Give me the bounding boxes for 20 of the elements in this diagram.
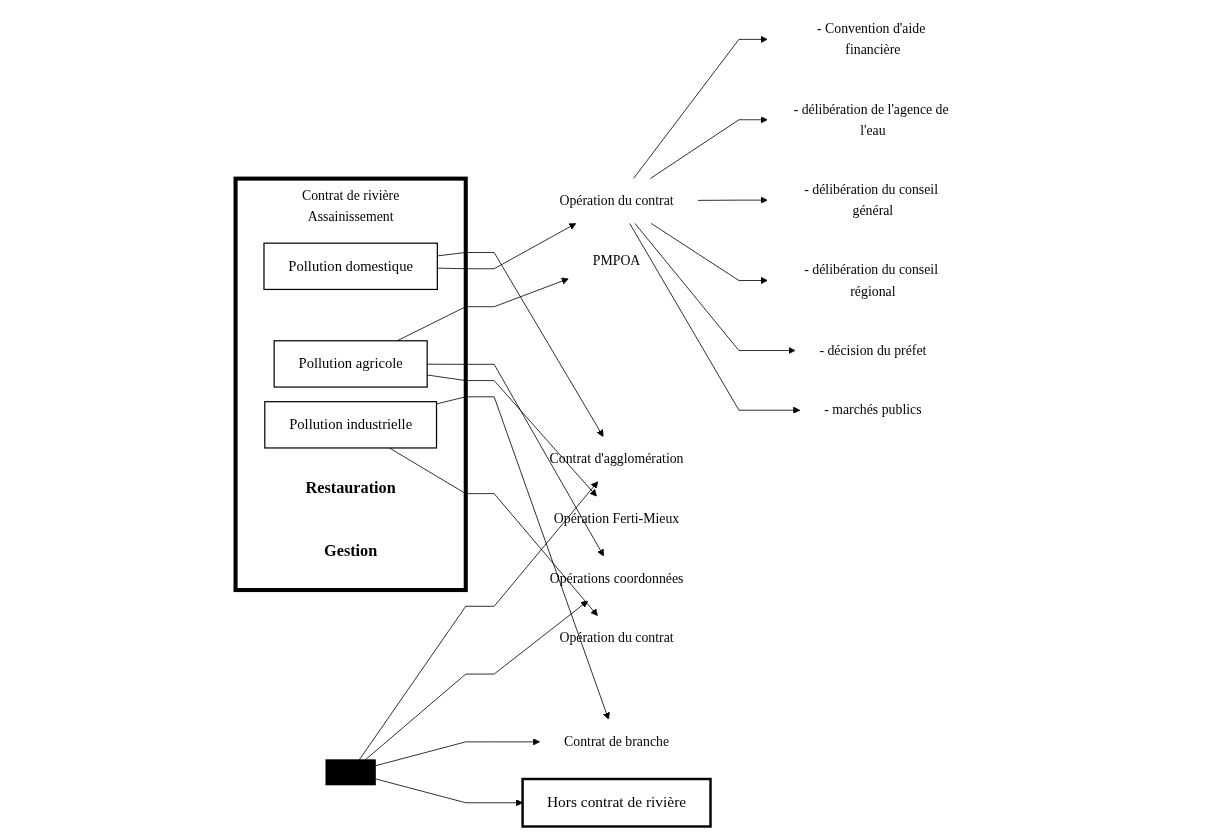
node-text: Restauration (305, 478, 396, 496)
node-text: Opération du contrat (559, 630, 674, 646)
node-text: Contrat d'agglomération (549, 451, 684, 467)
node-bar (325, 759, 376, 786)
node-box: Pollution industrielle (264, 401, 438, 449)
node-text: - Convention d'aide financière (817, 21, 926, 58)
node-text: Opération du contrat (559, 193, 674, 209)
node-box: Hors contrat de rivière (521, 777, 712, 828)
node-text: - décision du préfet (819, 342, 927, 359)
node-text: - délibération de l'agence de l'eau (793, 101, 949, 138)
node-text: Opération Ferti-Mieux (553, 510, 680, 527)
node-text: - délibération du conseil régional (804, 262, 939, 299)
node-text: Contrat de branche (564, 733, 670, 750)
node-box: Pollution agricole (273, 340, 428, 388)
node-text: PMPOA (592, 252, 641, 269)
node-text: Opérations coordonnées (549, 570, 684, 586)
node-text: - délibération du conseil général (804, 181, 939, 218)
node-text: - marchés publics (824, 402, 922, 418)
node-text: Gestion (324, 541, 378, 560)
node-box: Pollution domestique (263, 242, 438, 291)
